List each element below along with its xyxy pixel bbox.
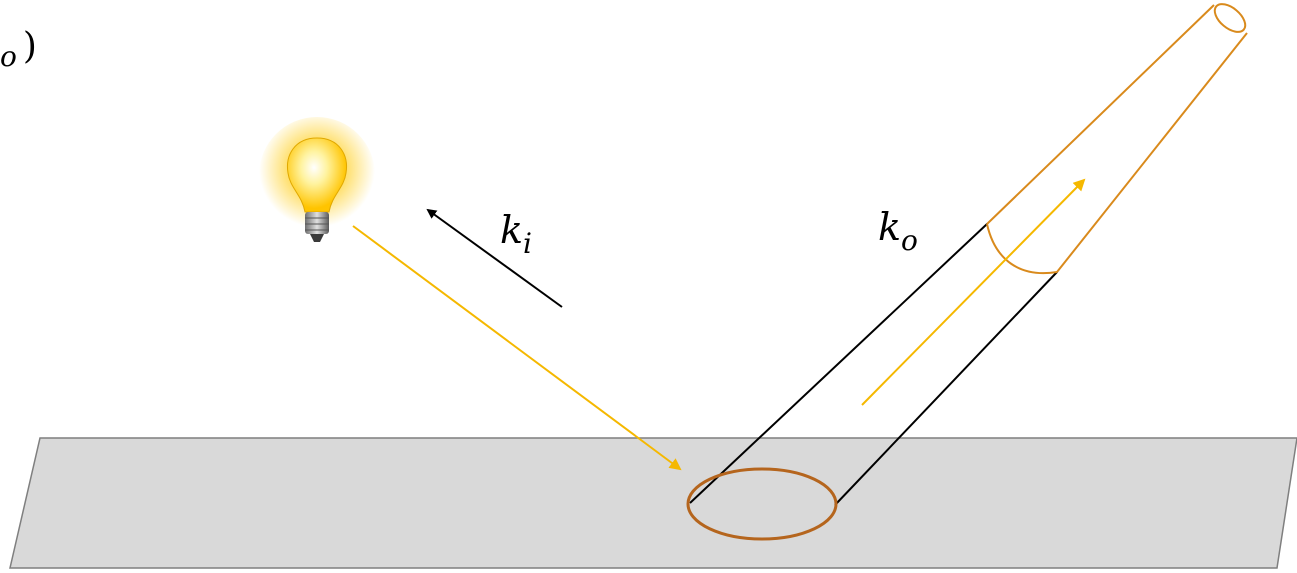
beam-right-edge [834,271,1058,506]
solid-angle-arc [986,223,1058,275]
cone-left-edge [986,4,1215,225]
surface-plane [9,437,1297,569]
partial-formula-paren: ) [23,26,37,67]
outgoing-label-main: k [878,205,901,249]
partial-formula-label: o) [0,26,37,73]
surface-footprint-ellipse [686,467,838,541]
lightbulb-icon [259,117,375,242]
outgoing-light-ray [861,178,1086,406]
cone-top-ellipse [1213,3,1247,33]
incident-label-sub: i [523,227,532,260]
outgoing-label-sub: o [901,224,918,257]
incident-direction-label: ki [500,208,532,260]
incident-direction-arrow [426,208,563,308]
outgoing-direction-label: ko [878,205,918,257]
beam-left-edge [689,223,988,504]
partial-formula-sub: o [0,40,17,73]
incident-label-main: k [500,208,523,252]
incident-light-ray [352,225,682,471]
cone-right-edge [1056,32,1248,273]
